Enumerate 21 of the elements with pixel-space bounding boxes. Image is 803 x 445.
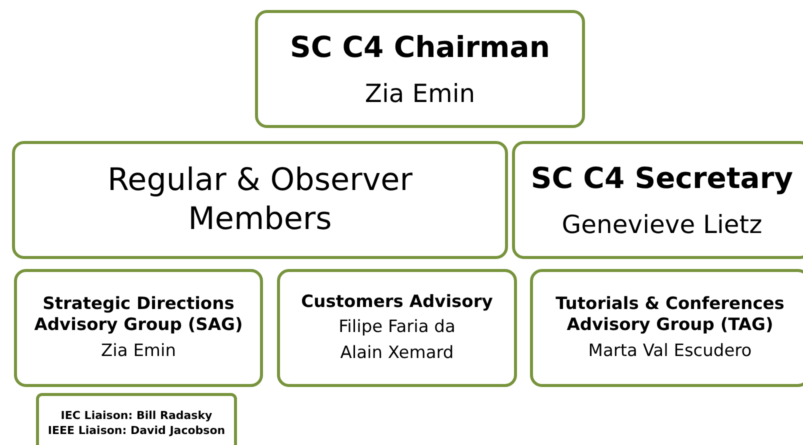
person-name: Genevieve Lietz — [562, 208, 762, 240]
org-box — [512, 141, 803, 259]
person-name: Marta Val Escudero — [588, 340, 752, 362]
person-name: IEEE Liaison: David Jacobson — [48, 423, 226, 438]
box-title: Customers Advisory — [301, 292, 493, 314]
org-box — [277, 269, 517, 387]
box-title: Strategic Directions Advisory Group (SAG) — [33, 294, 244, 337]
org-box — [530, 269, 803, 387]
person-name: Zia Emin — [101, 340, 176, 362]
box-title: SC C4 Secretary — [530, 160, 794, 196]
person-name: Alain Xemard — [340, 342, 454, 364]
box-title: Tutorials & Conferences Advisory Group (TAG) — [554, 294, 786, 337]
org-box — [14, 269, 263, 387]
box-title: SC C4 Chairman — [290, 29, 550, 66]
org-box — [255, 10, 585, 128]
org-box — [36, 393, 237, 445]
org-box — [12, 141, 508, 259]
person-name: Filipe Faria da — [338, 317, 456, 339]
person-name: Zia Emin — [364, 78, 476, 109]
box-title: Regular & Observer Members — [106, 161, 414, 239]
box-title: IEC Liaison: Bill Radasky — [60, 408, 212, 423]
